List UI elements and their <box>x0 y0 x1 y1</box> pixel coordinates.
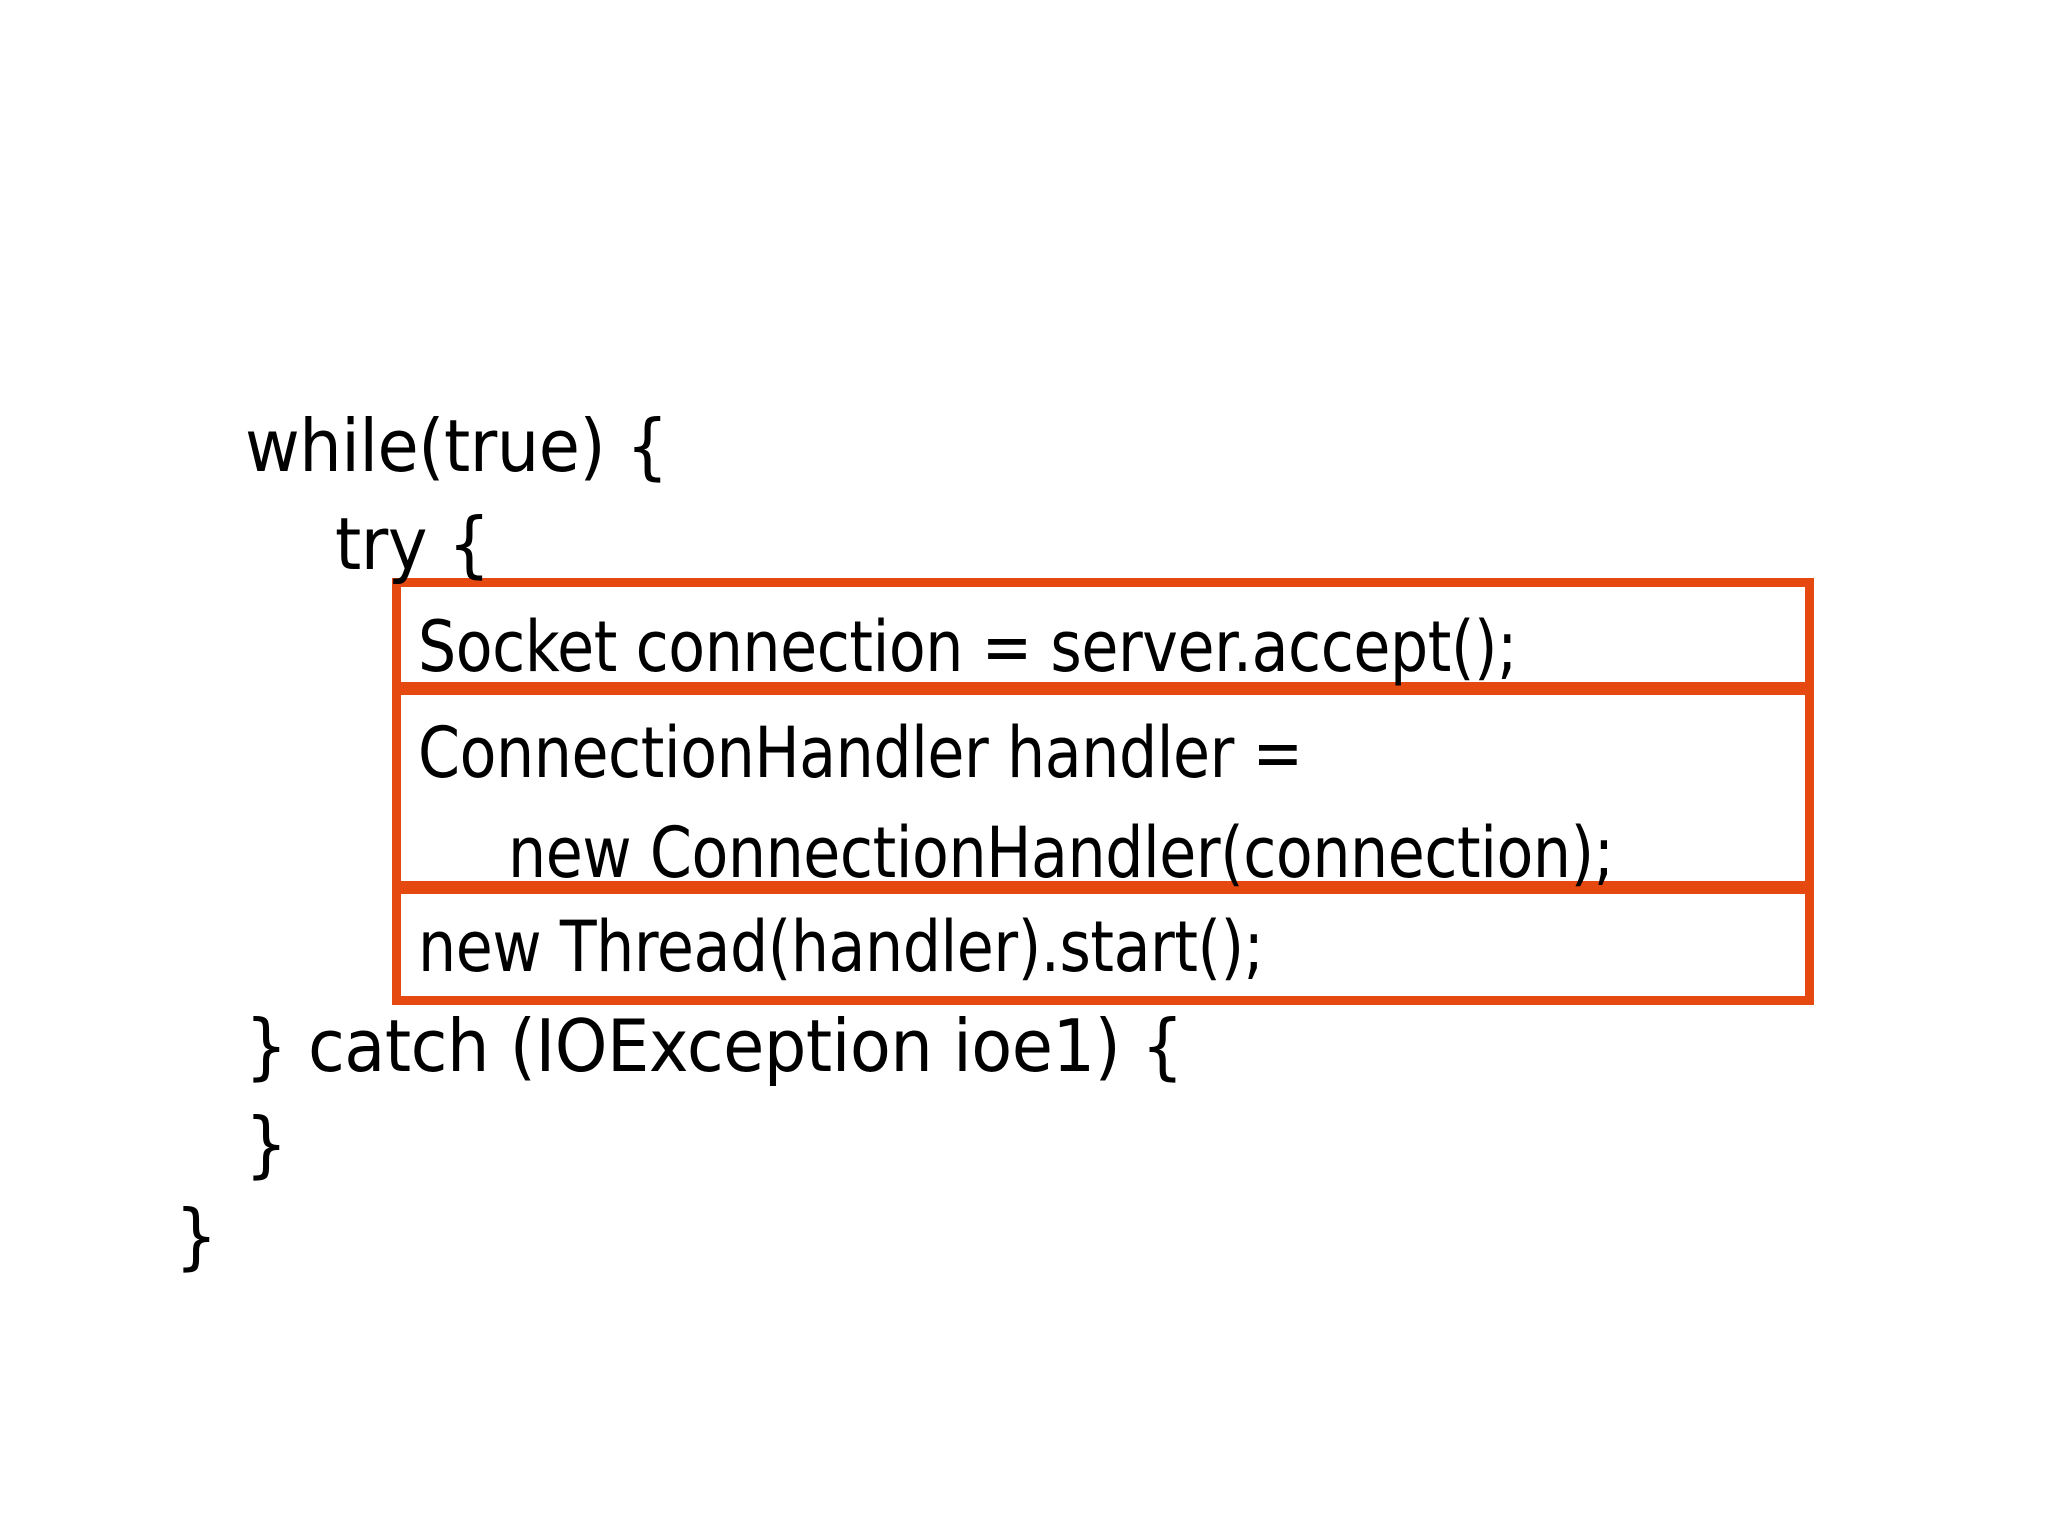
code-line-handler-declaration: ConnectionHandler handler = <box>418 712 1303 794</box>
code-line-while: while(true) { <box>245 404 669 488</box>
code-line-socket-accept: Socket connection = server.accept(); <box>418 606 1517 688</box>
code-line-thread-start: new Thread(handler).start(); <box>418 906 1264 988</box>
code-line-close-while: } <box>175 1194 218 1278</box>
code-line-close-try: } <box>245 1102 288 1186</box>
code-line-handler-instantiation: new ConnectionHandler(connection); <box>508 812 1614 894</box>
code-line-catch: } catch (IOException ioe1) { <box>245 1004 1184 1088</box>
code-line-try: try { <box>335 502 490 586</box>
